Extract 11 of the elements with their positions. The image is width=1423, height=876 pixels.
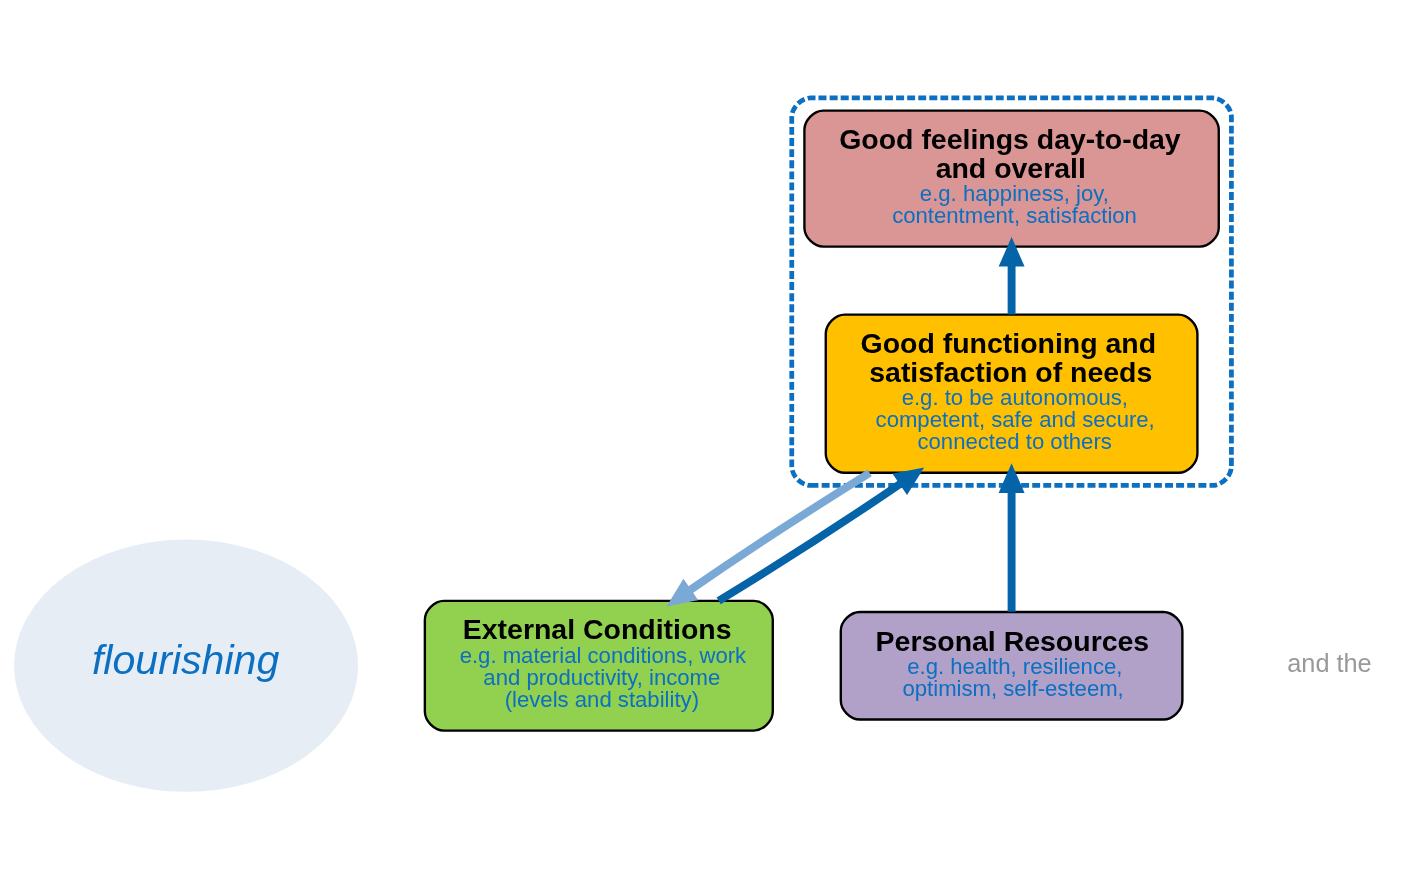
node-ellipse: flourishing xyxy=(14,539,359,792)
node-box: External Conditions e.g. material conditions, work and productivity, income (levels and stability) xyxy=(423,599,774,732)
arrow xyxy=(666,469,872,607)
label: and the xyxy=(1287,648,1372,677)
cluster xyxy=(789,95,1234,488)
node-box: Good feelings day-to-day and overall e.g. happiness, joy, contentment, satisfaction xyxy=(803,109,1220,248)
arrow xyxy=(998,236,1025,315)
node-box: Good functioning and satisfaction of needs e.g. to be autonomous, competent, safe and secure, connected to others xyxy=(824,313,1199,474)
node-box: Personal Resources e.g. health, resilience, optimism, self-esteem, xyxy=(839,610,1184,721)
arrow xyxy=(716,467,925,605)
arrow xyxy=(998,463,1025,612)
